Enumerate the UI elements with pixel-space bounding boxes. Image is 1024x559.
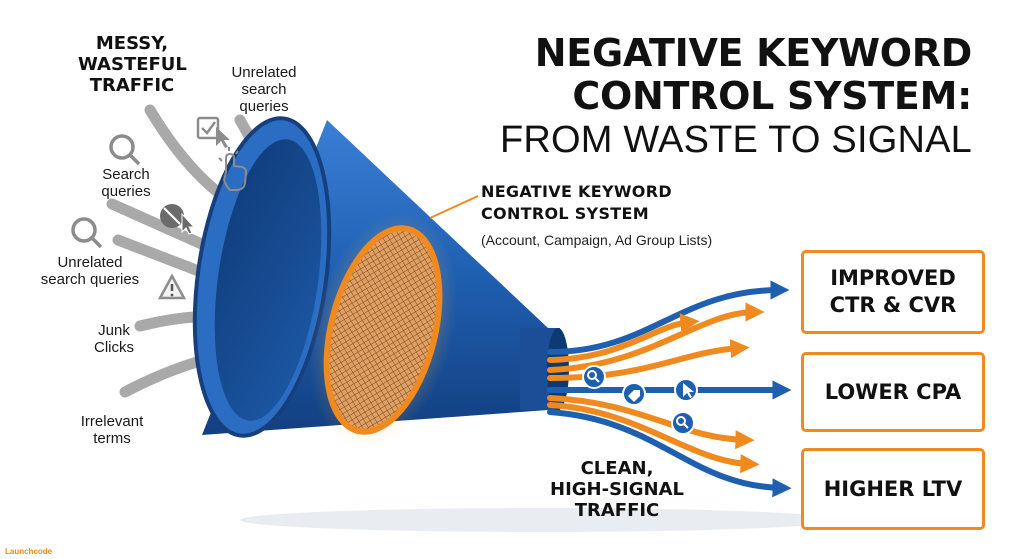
search-icon: [671, 411, 695, 435]
pointer-click-icon: [218, 147, 248, 191]
filter-title: NEGATIVE KEYWORD CONTROL SYSTEM: [481, 181, 672, 225]
checkbox-cursor-icon: [196, 116, 230, 148]
search-icon: [109, 134, 141, 166]
input-heading: MESSY, WASTEFUL TRAFFIC: [78, 33, 187, 96]
input-label: Unrelated search queries: [40, 254, 140, 288]
stream-blue: [547, 409, 792, 498]
stream-blue: [547, 280, 790, 355]
stream-orange: [547, 313, 700, 363]
search-icon: [71, 217, 103, 249]
input-label: Search queries: [101, 166, 151, 200]
warning-icon: [157, 273, 187, 300]
cursor-icon: [674, 378, 698, 402]
input-label: Junk Clicks: [94, 322, 134, 356]
title-line-2: CONTROL SYSTEM:: [572, 74, 972, 118]
input-label: Unrelated search queries: [231, 64, 297, 115]
title-line-1: NEGATIVE KEYWORD: [534, 31, 973, 75]
brand-logo: Launchcode: [5, 547, 53, 556]
stream-orange: [547, 402, 760, 474]
input-label: Irrelevant terms: [80, 413, 144, 447]
stream-orange: [547, 395, 755, 450]
outcome-ctr-cvr: IMPROVED CTR & CVR: [801, 250, 985, 334]
filter-title-line-2: CONTROL SYSTEM: [481, 204, 649, 223]
stream-orange: [547, 302, 765, 373]
outgoing-streams: [547, 280, 792, 498]
search-icon: [582, 365, 606, 389]
filter-subtitle: (Account, Campaign, Ad Group Lists): [481, 232, 713, 248]
tag-icon: [622, 382, 646, 406]
callout-line: [429, 195, 479, 219]
page-title: NEGATIVE KEYWORD CONTROL SYSTEM: FROM WA…: [500, 32, 972, 162]
title-line-3: FROM WASTE TO SIGNAL: [499, 119, 972, 161]
outcome-lower-cpa: LOWER CPA: [801, 352, 985, 432]
no-click-icon: [160, 204, 196, 235]
filter-title-line-1: NEGATIVE KEYWORD: [481, 182, 672, 201]
filter-mesh: [309, 212, 457, 448]
outcome-higher-ltv: HIGHER LTV: [801, 448, 985, 530]
output-heading: CLEAN, HIGH-SIGNAL TRAFFIC: [550, 458, 684, 521]
